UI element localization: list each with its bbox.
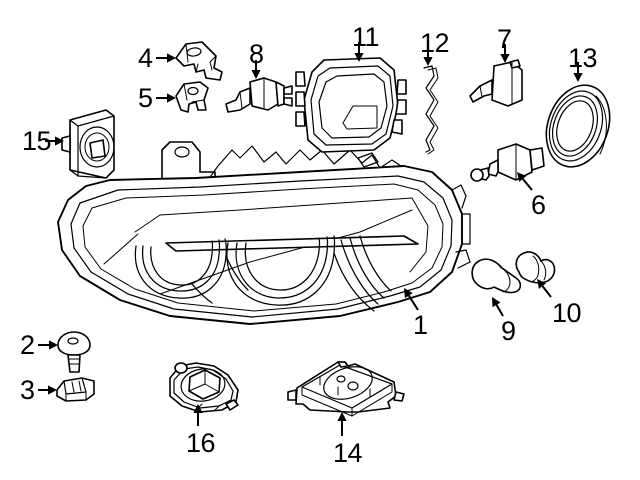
callout-arrowhead-3 [48, 385, 57, 395]
callout-arrows [38, 42, 583, 436]
callout-arrowhead-14 [337, 412, 347, 421]
callout-arrowhead-16 [193, 404, 203, 413]
callout-number-signal-bulb[interactable]: 9 [501, 316, 516, 346]
part-headlamp-leveling-motor[interactable] [169, 362, 239, 413]
callout-number-side-marker-bulb-socket[interactable]: 7 [497, 24, 512, 54]
callout-number-bulb-cap[interactable]: 10 [552, 298, 582, 328]
callout-number-retaining-clip[interactable]: 3 [20, 375, 35, 405]
callout-number-retaining-spring[interactable]: 12 [420, 28, 450, 58]
part-side-marker-bulb-socket[interactable] [469, 59, 523, 107]
part-ballast-control-module[interactable] [287, 361, 405, 417]
callout-arrowhead-12 [423, 57, 433, 66]
callout-number-headlamp-bulb-socket[interactable]: 8 [249, 39, 264, 69]
callout-number-lower-bracket-clip[interactable]: 5 [138, 83, 153, 113]
callout-arrowhead-9 [492, 297, 501, 308]
part-mounting-screw[interactable] [57, 331, 91, 373]
callout-arrowhead-6 [517, 172, 527, 182]
callout-number-headlamp-leveling-motor[interactable]: 16 [186, 428, 216, 458]
callout-arrowhead-15 [55, 136, 64, 146]
part-sealing-ring[interactable] [535, 76, 620, 175]
callout-leader-line-9 [495, 304, 504, 317]
callout-number-access-cover-cap[interactable]: 15 [22, 126, 52, 156]
callout-arrowhead-1 [404, 288, 413, 299]
part-headlamp-bulb-socket[interactable] [225, 77, 293, 113]
part-upper-bracket-clip[interactable] [175, 41, 223, 81]
callout-number-ballast-control-module[interactable]: 14 [333, 438, 363, 468]
callout-number-headlamp-assembly[interactable]: 1 [413, 310, 428, 340]
callout-number-sealing-ring[interactable]: 13 [568, 43, 598, 73]
part-turn-signal-bulb-socket[interactable] [470, 143, 545, 182]
callout-arrowhead-4 [167, 53, 176, 63]
part-bulb-cap[interactable] [515, 251, 556, 284]
callout-arrowhead-7 [500, 54, 510, 63]
callout-leader-line-6 [521, 178, 533, 191]
part-retaining-clip[interactable] [56, 377, 95, 402]
callout-arrowhead-5 [167, 93, 176, 103]
callout-arrowhead-11 [354, 53, 364, 62]
callout-arrowhead-2 [49, 340, 58, 350]
callout-arrowhead-13 [573, 73, 583, 82]
projector-lens-right [226, 235, 392, 312]
callout-arrowhead-10 [537, 279, 547, 289]
callout-leader-line-10 [541, 285, 552, 298]
part-headlamp-assembly[interactable] [57, 141, 471, 325]
callout-number-turn-signal-bulb-socket[interactable]: 6 [531, 190, 546, 220]
part-access-cover-cap[interactable] [61, 109, 115, 179]
part-lower-bracket-clip[interactable] [175, 81, 209, 113]
part-headlamp-bezel[interactable] [295, 57, 407, 153]
part-retaining-spring[interactable] [423, 65, 439, 155]
callout-arrowhead-8 [251, 70, 261, 79]
callout-number-mounting-screw[interactable]: 2 [20, 330, 35, 360]
part-signal-bulb[interactable] [471, 258, 522, 294]
callout-number-upper-bracket-clip[interactable]: 4 [138, 43, 153, 73]
callout-leader-line-1 [407, 295, 419, 311]
callout-number-headlamp-bezel[interactable]: 11 [352, 22, 380, 52]
